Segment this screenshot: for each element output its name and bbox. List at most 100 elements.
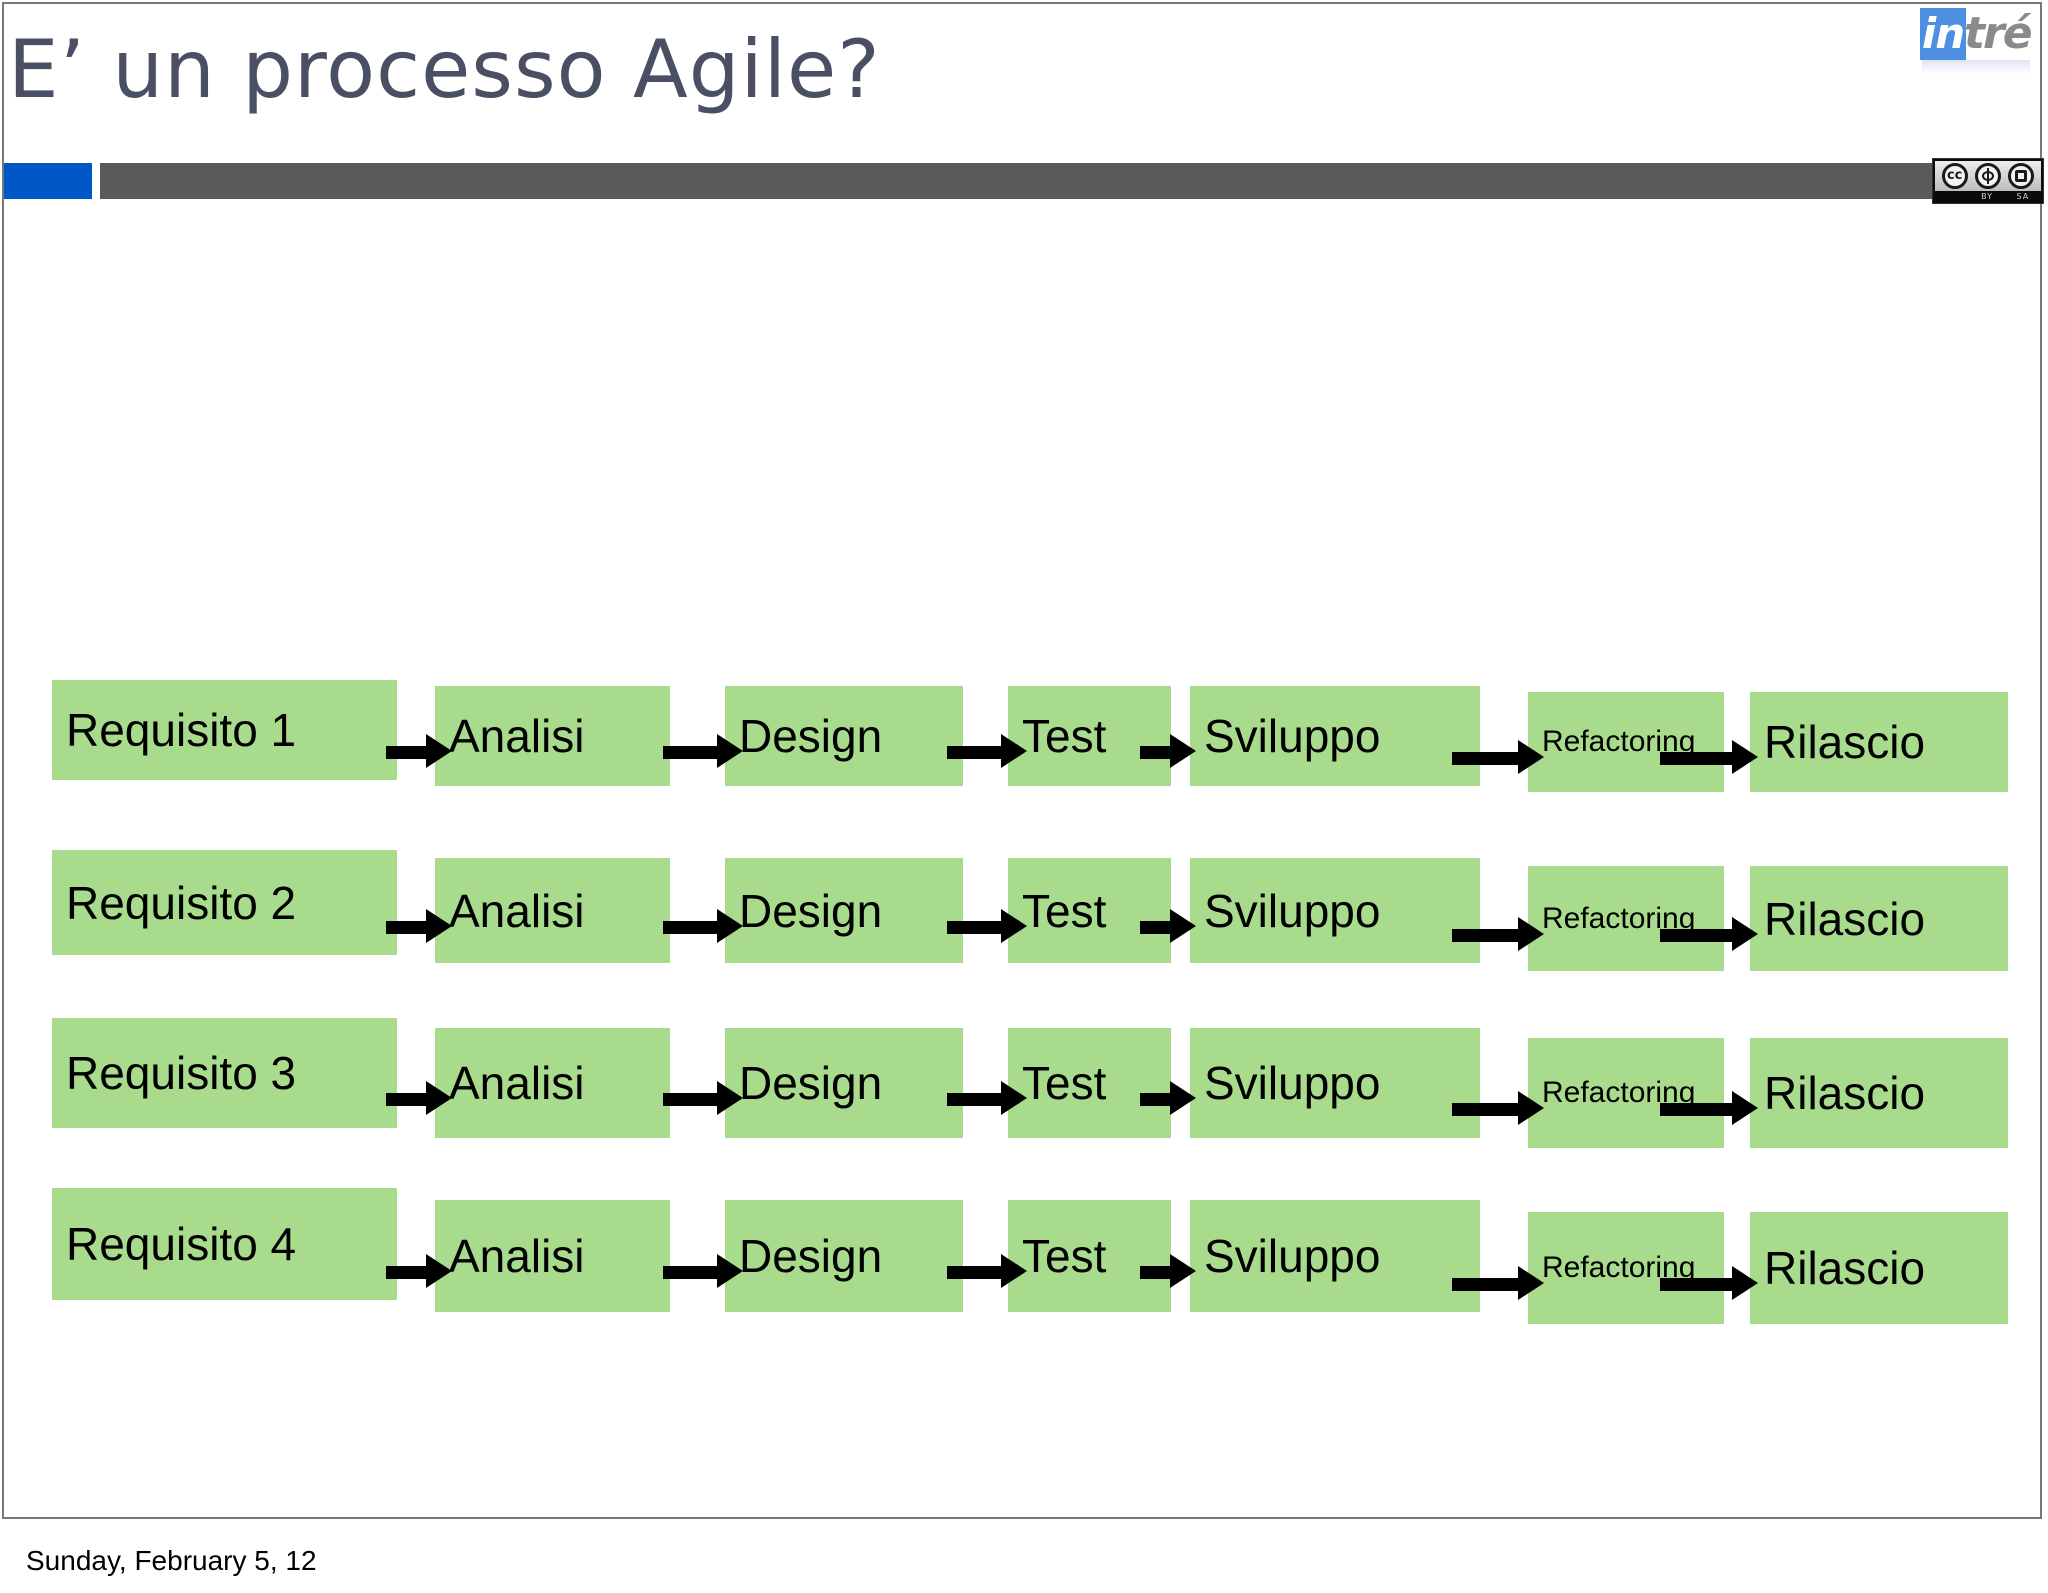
arrow-shaft: [947, 746, 1001, 759]
arrow-head-icon: [717, 1081, 743, 1115]
arrow-head-icon: [1732, 1266, 1758, 1300]
process-step-analisi[interactable]: Analisi: [435, 686, 670, 786]
arrow-shaft: [1140, 746, 1170, 759]
arrow-shaft: [386, 1266, 426, 1279]
arrow-shaft: [1140, 1266, 1170, 1279]
process-step-analisi[interactable]: Analisi: [435, 1200, 670, 1312]
process-step-label: Test: [1022, 884, 1107, 937]
process-step-label: Test: [1022, 710, 1107, 762]
cc-sa-icon: [2008, 163, 2035, 189]
process-step-label: Rilascio: [1764, 892, 1926, 945]
cc-label-sa: SA: [2016, 192, 2030, 201]
arrow-shaft: [1660, 752, 1732, 765]
process-step-label: Rilascio: [1764, 716, 1926, 768]
arrow-shaft: [1660, 1278, 1732, 1291]
flow-arrow: [1140, 1081, 1196, 1115]
flow-arrow: [386, 1081, 452, 1115]
process-step-requisito-4[interactable]: Requisito 4: [52, 1188, 397, 1300]
accent-bar-gray: [100, 163, 2044, 199]
process-step-rilascio[interactable]: Rilascio: [1750, 692, 2008, 792]
cc-badge-labels: cc BY SA: [1935, 191, 2041, 202]
process-step-label: Requisito 2: [66, 876, 297, 929]
creative-commons-badge[interactable]: cc cc BY SA: [1932, 158, 2044, 204]
flow-arrow: [663, 734, 743, 768]
arrow-head-icon: [1518, 1266, 1544, 1300]
process-step-label: Rilascio: [1764, 1067, 1926, 1119]
process-step-label: Design: [739, 1057, 883, 1109]
accent-bar-blue: [4, 163, 92, 199]
flow-arrow: [1452, 916, 1544, 951]
arrow-head-icon: [717, 908, 743, 943]
process-step-test[interactable]: Test: [1008, 1028, 1171, 1138]
process-step-label: Sviluppo: [1204, 884, 1381, 937]
logo-word: tré: [1964, 8, 2033, 59]
cc-badge-icons: cc: [1935, 161, 2041, 191]
arrow-head-icon: [426, 1254, 452, 1288]
process-step-refactoring[interactable]: Refactoring: [1528, 1038, 1724, 1148]
flow-arrow: [663, 1254, 743, 1288]
process-step-design[interactable]: Design: [725, 1200, 963, 1312]
footer-date: Sunday, February 5, 12: [26, 1545, 317, 1576]
process-step-requisito-1[interactable]: Requisito 1: [52, 680, 397, 780]
process-step-sviluppo[interactable]: Sviluppo: [1190, 686, 1480, 786]
arrow-shaft: [1140, 1093, 1170, 1106]
arrow-head-icon: [1518, 916, 1544, 951]
flow-arrow: [663, 1081, 743, 1115]
arrow-head-icon: [1170, 908, 1196, 943]
arrow-shaft: [663, 746, 717, 759]
process-step-analisi[interactable]: Analisi: [435, 858, 670, 963]
process-step-rilascio[interactable]: Rilascio: [1750, 1038, 2008, 1148]
arrow-shaft: [386, 746, 426, 759]
process-step-label: Test: [1022, 1057, 1107, 1109]
process-step-rilascio[interactable]: Rilascio: [1750, 866, 2008, 971]
process-step-label: Design: [739, 1230, 883, 1282]
process-step-label: Sviluppo: [1204, 1230, 1381, 1282]
arrow-shaft: [947, 1266, 1001, 1279]
process-step-sviluppo[interactable]: Sviluppo: [1190, 858, 1480, 963]
process-step-label: Analisi: [449, 710, 585, 762]
process-step-requisito-3[interactable]: Requisito 3: [52, 1018, 397, 1128]
flow-arrow: [1452, 1266, 1544, 1300]
arrow-shaft: [1140, 920, 1170, 934]
arrow-shaft: [947, 1093, 1001, 1106]
flow-arrow: [947, 908, 1027, 943]
process-step-design[interactable]: Design: [725, 1028, 963, 1138]
flow-arrow: [947, 1254, 1027, 1288]
process-step-label: Test: [1022, 1230, 1107, 1282]
arrow-shaft: [1452, 928, 1518, 942]
flow-arrow: [1660, 916, 1758, 951]
process-step-test[interactable]: Test: [1008, 858, 1171, 963]
arrow-shaft: [663, 920, 717, 934]
process-step-refactoring[interactable]: Refactoring: [1528, 1212, 1724, 1324]
intre-logo: in tré: [1920, 4, 2040, 76]
process-step-sviluppo[interactable]: Sviluppo: [1190, 1200, 1480, 1312]
process-step-refactoring[interactable]: Refactoring: [1528, 692, 1724, 792]
arrow-head-icon: [1732, 916, 1758, 951]
flow-arrow: [1660, 1091, 1758, 1125]
arrow-shaft: [1660, 1103, 1732, 1116]
process-step-requisito-2[interactable]: Requisito 2: [52, 850, 397, 955]
flow-arrow: [386, 908, 452, 943]
process-step-sviluppo[interactable]: Sviluppo: [1190, 1028, 1480, 1138]
arrow-head-icon: [1001, 1081, 1027, 1115]
process-step-design[interactable]: Design: [725, 858, 963, 963]
process-step-label: Analisi: [449, 884, 585, 937]
process-step-label: Analisi: [449, 1230, 585, 1282]
process-step-test[interactable]: Test: [1008, 686, 1171, 786]
arrow-head-icon: [1518, 1091, 1544, 1125]
process-step-design[interactable]: Design: [725, 686, 963, 786]
cc-label-by: BY: [1981, 192, 1993, 201]
arrow-head-icon: [426, 1081, 452, 1115]
page-title: E’ un processo Agile?: [8, 23, 881, 116]
process-step-analisi[interactable]: Analisi: [435, 1028, 670, 1138]
flow-arrow: [1660, 1266, 1758, 1300]
process-step-rilascio[interactable]: Rilascio: [1750, 1212, 2008, 1324]
flow-arrow: [386, 734, 452, 768]
process-step-refactoring[interactable]: Refactoring: [1528, 866, 1724, 971]
process-step-test[interactable]: Test: [1008, 1200, 1171, 1312]
flow-arrow: [1452, 740, 1544, 774]
flow-arrow: [947, 1081, 1027, 1115]
flow-arrow: [1140, 908, 1196, 943]
